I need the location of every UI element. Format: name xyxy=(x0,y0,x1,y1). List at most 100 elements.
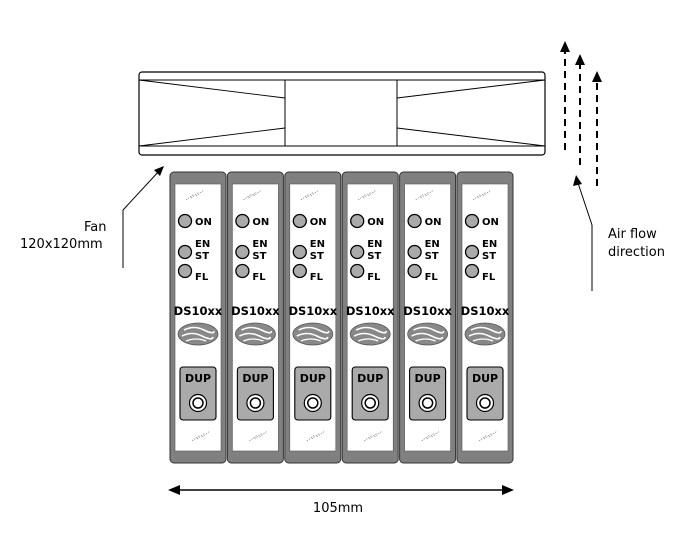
dup-button[interactable] xyxy=(466,366,504,421)
en-st-led xyxy=(407,244,422,260)
on-label: ON xyxy=(195,217,212,228)
logo-swoosh xyxy=(183,326,215,334)
module-hatch xyxy=(420,191,429,199)
dup-button[interactable] xyxy=(351,366,389,421)
module-name: DS10xx xyxy=(174,304,223,318)
dup-button[interactable] xyxy=(236,366,274,421)
en-label: EN xyxy=(252,239,267,250)
module-hatch xyxy=(253,189,262,197)
module-hatch xyxy=(185,193,195,201)
logo-swoosh xyxy=(241,326,273,334)
dup-button[interactable] xyxy=(409,366,447,421)
module-hatch xyxy=(311,432,320,440)
fl-label: FL xyxy=(425,272,439,283)
en-label: EN xyxy=(482,239,497,250)
logo-swoosh xyxy=(411,332,444,340)
logo-swoosh xyxy=(357,338,379,342)
logo-swoosh xyxy=(413,326,445,334)
dup-button-inner-ring xyxy=(421,397,434,409)
fl-label: FL xyxy=(482,272,496,283)
dup-button[interactable] xyxy=(294,366,332,421)
fl-led xyxy=(235,263,250,279)
module-hatch xyxy=(243,193,252,201)
module-hatch xyxy=(249,434,258,442)
dup-button-inner-ring xyxy=(364,397,376,409)
dimension-arrow xyxy=(168,485,514,495)
logo-swoosh xyxy=(353,332,386,340)
dup-label: DUP xyxy=(185,372,211,385)
logo-swoosh xyxy=(243,338,264,342)
on-label: ON xyxy=(482,217,499,228)
on-led xyxy=(464,213,480,229)
module-hatch xyxy=(196,432,206,440)
dup-button-inner-ring xyxy=(249,397,262,409)
module-hatch xyxy=(248,191,257,199)
airflow-label-line2: direction xyxy=(608,245,665,260)
fan-label-line1: Fan xyxy=(84,220,107,235)
st-label: ST xyxy=(482,251,496,262)
dup-label: DUP xyxy=(357,372,383,385)
dup-button[interactable] xyxy=(179,366,217,421)
on-label: ON xyxy=(252,217,269,228)
on-led xyxy=(350,213,365,229)
en-label: EN xyxy=(367,239,382,250)
module-hatch xyxy=(364,434,373,442)
module-hatch xyxy=(421,434,430,442)
logo-swoosh xyxy=(468,332,501,340)
module-hatch xyxy=(426,432,435,440)
dup-label: DUP xyxy=(242,372,268,385)
airflow-pointer-arrow xyxy=(573,175,593,291)
logo-swoosh xyxy=(355,326,387,334)
module-name: DS10xx xyxy=(461,304,510,318)
module-hatch xyxy=(363,191,372,199)
fl-led xyxy=(292,263,307,279)
module-hatch xyxy=(425,189,434,197)
module-hatch xyxy=(254,432,263,440)
dimension-label: 105mm xyxy=(313,501,363,516)
module-name: DS10xx xyxy=(288,304,337,318)
module-hatch xyxy=(310,189,319,197)
dup-button-inner-ring xyxy=(479,397,491,409)
logo-swoosh xyxy=(470,326,502,334)
st-label: ST xyxy=(425,251,439,262)
en-st-led xyxy=(350,244,365,260)
module-hatch xyxy=(374,430,383,438)
fl-led xyxy=(407,263,422,279)
fan-label-line2: 120x120mm xyxy=(20,237,103,252)
logo-swoosh xyxy=(300,338,322,342)
module-hatch xyxy=(316,430,325,438)
logo-swoosh xyxy=(185,338,207,342)
module-name: DS10xx xyxy=(346,304,395,318)
module-hatch xyxy=(488,430,498,438)
module-hatch xyxy=(482,189,492,197)
module-hatch xyxy=(478,434,488,442)
airflow-label-line1: Air flow xyxy=(608,227,657,242)
on-label: ON xyxy=(425,217,442,228)
logo-swoosh xyxy=(296,332,329,340)
module-hatch xyxy=(431,430,440,438)
module-hatch xyxy=(190,191,200,199)
on-label: ON xyxy=(310,217,327,228)
module-hatch xyxy=(368,189,377,197)
module-hatch xyxy=(306,434,315,442)
dup-label: DUP xyxy=(300,372,326,385)
st-label: ST xyxy=(252,251,266,262)
module-hatch xyxy=(259,430,268,438)
logo-swoosh xyxy=(472,338,494,342)
logo-swoosh xyxy=(181,332,214,340)
fl-led xyxy=(177,263,193,279)
en-label: EN xyxy=(425,239,440,250)
on-led xyxy=(177,213,193,229)
dup-button-inner-ring xyxy=(307,397,319,409)
fl-label: FL xyxy=(195,272,209,283)
fan-drawing xyxy=(138,71,546,156)
en-label: EN xyxy=(310,239,325,250)
module-hatch xyxy=(201,430,211,438)
module-hatch xyxy=(483,432,493,440)
fl-led xyxy=(350,263,365,279)
